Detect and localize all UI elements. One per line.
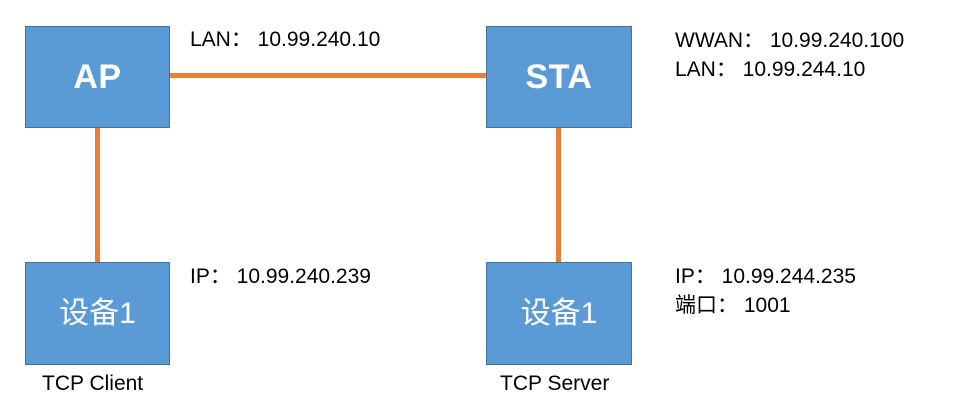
node-ap[interactable]: AP (25, 26, 170, 128)
annotation-device-right: IP： 10.99.244.235 端口： 1001 (675, 262, 856, 320)
node-device-right[interactable]: 设备1 (486, 262, 632, 365)
annotation-device-right-line-2: 端口： 1001 (675, 294, 791, 317)
annotation-sta-line-2: LAN： 10.99.244.10 (675, 58, 866, 81)
annotation-device-right-line-1: IP： 10.99.244.235 (675, 265, 856, 288)
node-device-left-label: 设备1 (59, 296, 136, 330)
caption-device-left: TCP Client (42, 372, 144, 395)
node-device-right-label: 设备1 (520, 296, 598, 330)
link-ap-to-device-left (95, 127, 100, 263)
link-ap-to-sta (169, 73, 487, 78)
annotation-device-left: IP： 10.99.240.239 (190, 262, 371, 291)
node-sta[interactable]: STA (486, 26, 632, 128)
annotation-sta-line-1: WWAN： 10.99.240.100 (675, 29, 905, 52)
caption-device-right: TCP Server (500, 372, 610, 395)
annotation-ap-line-1: LAN： 10.99.240.10 (190, 28, 381, 51)
node-sta-label: STA (525, 58, 593, 96)
annotation-ap: LAN： 10.99.240.10 (190, 25, 380, 54)
annotation-sta: WWAN： 10.99.240.100 LAN： 10.99.244.10 (675, 26, 904, 84)
annotation-device-left-line-1: IP： 10.99.240.239 (190, 265, 371, 288)
link-sta-to-device-right (556, 127, 561, 263)
node-ap-label: AP (73, 58, 122, 96)
node-device-left[interactable]: 设备1 (25, 262, 170, 365)
